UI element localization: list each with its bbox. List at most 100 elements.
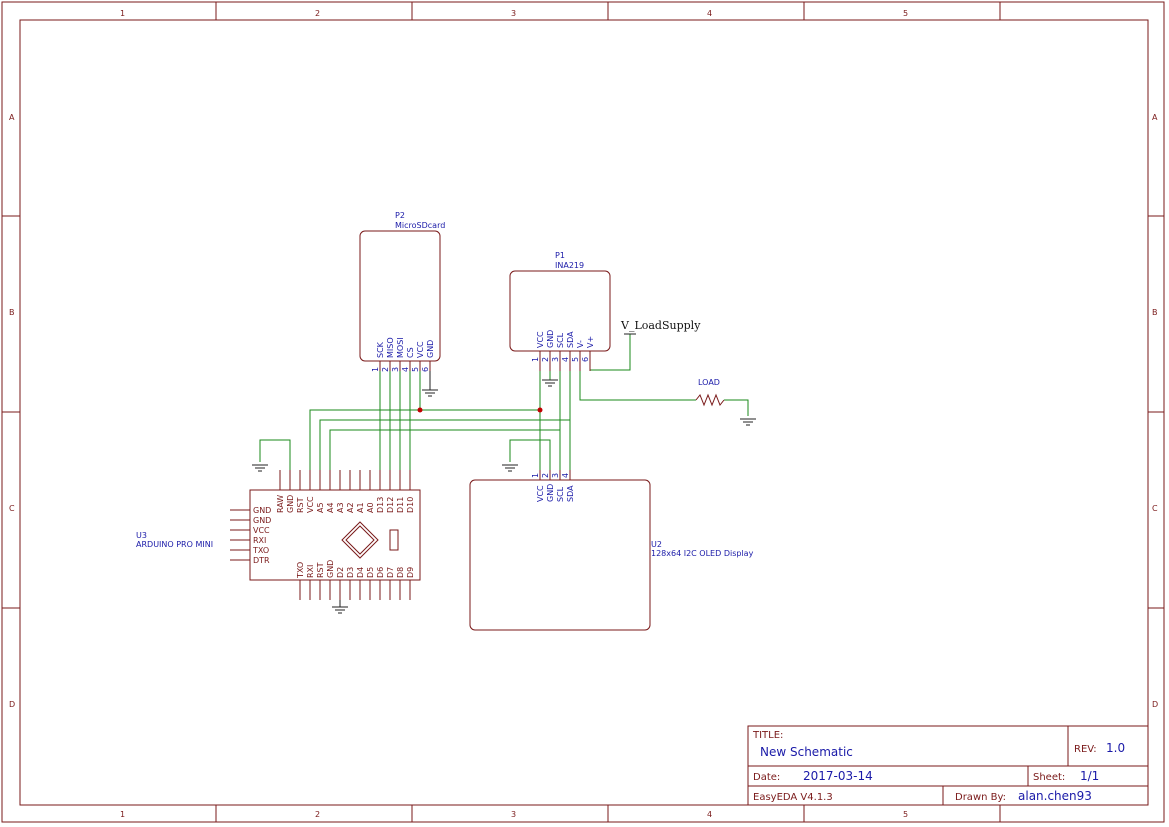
software-label: EasyEDA V4.1.3 — [753, 792, 833, 803]
sheet-value: 1/1 — [1080, 769, 1099, 783]
p1-designator: P1 — [555, 251, 565, 260]
chip-icon — [341, 521, 399, 559]
u3-top-pin: D12 — [386, 497, 395, 513]
u2-pin-name: VCC — [536, 485, 545, 502]
net-label-v-loadsupply[interactable]: V_LoadSupply — [620, 319, 701, 335]
ground-icon — [422, 371, 438, 397]
u2-pin-name: SDA — [566, 485, 575, 502]
col-label-top: 5 — [903, 9, 908, 18]
u3-bottom-pin: D6 — [376, 567, 385, 578]
u3-bottom-pin: D8 — [396, 567, 405, 578]
p1-pin-name: V+ — [586, 336, 595, 348]
u3-top-pin: A1 — [356, 502, 365, 513]
u3-bottom-pin: D3 — [346, 567, 355, 578]
frame-row-labels: A B C D A B C D — [9, 113, 1158, 709]
p1-pin-number: 5 — [571, 357, 580, 362]
u2-name: 128x64 I2C OLED Display — [651, 549, 754, 558]
col-label-top: 2 — [315, 9, 320, 18]
p1-pin-name: SDA — [566, 331, 575, 348]
u3-bottom-pin: GND — [326, 560, 335, 578]
title-block: TITLE: New Schematic REV: 1.0 Date: 2017… — [747, 725, 1149, 806]
u3-top-pin: D11 — [396, 497, 405, 513]
row-label-left: C — [9, 504, 15, 513]
u3-left-pin: GND — [253, 506, 271, 515]
net-label-text: V_LoadSupply — [620, 319, 701, 332]
junction-dot — [537, 407, 543, 413]
u2-designator: U2 — [651, 540, 662, 549]
u3-bottom-pin: D5 — [366, 567, 375, 578]
sheet-label: Sheet: — [1033, 772, 1065, 783]
u3-top-pin: A5 — [316, 502, 325, 513]
p2-designator: P2 — [395, 211, 405, 220]
ground-symbols — [252, 371, 756, 614]
p2-pin-number: 6 — [421, 367, 430, 372]
u3-top-pin: A2 — [346, 502, 355, 513]
component-u2-oled[interactable]: U2 128x64 I2C OLED Display VCC GND SCL S… — [469, 470, 754, 631]
p1-pin-number: 6 — [581, 357, 590, 362]
date-value: 2017-03-14 — [803, 769, 873, 783]
u3-left-pin: TXO — [252, 546, 269, 555]
u2-pin-number: 4 — [561, 473, 570, 478]
col-label-bottom: 4 — [707, 810, 712, 819]
p2-pin-name: MOSI — [396, 337, 405, 358]
component-p2-microsd[interactable]: P2 MicroSDcard SCK MISO MOSI CS VCC GND … — [359, 211, 445, 372]
p2-pin-number: 3 — [391, 367, 400, 372]
p1-pin-name: V- — [576, 340, 585, 348]
p2-name: MicroSDcard — [395, 221, 445, 230]
row-label-right: B — [1152, 308, 1158, 317]
ground-icon — [740, 418, 756, 426]
p1-pin-number: 1 — [531, 357, 540, 362]
u3-bottom-pin: D9 — [406, 567, 415, 578]
p2-pin-number: 5 — [411, 367, 420, 372]
u2-pin-number: 3 — [551, 473, 560, 478]
u2-pin-number: 1 — [531, 473, 540, 478]
p2-pin-name: CS — [406, 347, 415, 358]
u3-left-pin: DTR — [253, 556, 270, 565]
p1-pin-number: 3 — [551, 357, 560, 362]
ground-icon — [332, 600, 348, 614]
u2-pin-name: GND — [546, 484, 555, 502]
row-label-right: C — [1152, 504, 1158, 513]
ground-icon — [502, 464, 518, 472]
col-label-bottom: 5 — [903, 810, 908, 819]
col-label-top: 4 — [707, 9, 712, 18]
u3-bottom-pin: D7 — [386, 567, 395, 578]
u3-top-pin: GND — [286, 495, 295, 513]
p1-pin-name: SCL — [556, 332, 565, 348]
col-label-top: 1 — [120, 9, 125, 18]
p1-pin-name: VCC — [536, 331, 545, 348]
rev-value: 1.0 — [1106, 741, 1125, 755]
p2-pin-name: SCK — [376, 341, 385, 358]
u2-pin-name: SCL — [556, 486, 565, 502]
title-value: New Schematic — [760, 745, 853, 759]
drawn-by-value: alan.chen93 — [1018, 789, 1092, 803]
date-label: Date: — [753, 772, 780, 783]
ground-icon — [542, 379, 558, 387]
drawn-by-label: Drawn By: — [955, 792, 1006, 803]
u3-bottom-pin: RXI — [306, 565, 315, 578]
p2-pin-name: GND — [426, 340, 435, 358]
component-load-resistor[interactable]: LOAD — [695, 378, 725, 407]
col-label-bottom: 2 — [315, 810, 320, 819]
u3-left-pin: GND — [253, 516, 271, 525]
p2-pin-number: 2 — [381, 367, 390, 372]
component-u3-arduino[interactable]: U3 ARDUINO PRO MINI RAW GND RST VCC A5 A… — [136, 470, 421, 600]
p2-pin-name: VCC — [416, 341, 425, 358]
wires — [259, 334, 749, 470]
row-label-left: D — [9, 700, 15, 709]
component-p1-ina219[interactable]: P1 INA219 VCC GND SCL SDA V- V+ 1 2 3 4 … — [509, 251, 611, 371]
rev-label: REV: — [1074, 744, 1097, 755]
p2-pin-name: MISO — [386, 337, 395, 358]
ground-icon — [252, 464, 268, 472]
u3-bottom-pin: TXO — [296, 562, 305, 579]
u3-left-pin: VCC — [253, 526, 270, 535]
u3-top-pin: VCC — [306, 496, 315, 513]
u3-top-pin: A4 — [326, 502, 335, 513]
row-label-right: A — [1152, 113, 1158, 122]
u3-left-pin: RXI — [253, 536, 266, 545]
row-label-right: D — [1152, 700, 1158, 709]
u3-top-pin: RST — [296, 497, 305, 513]
title-label: TITLE: — [752, 730, 783, 741]
